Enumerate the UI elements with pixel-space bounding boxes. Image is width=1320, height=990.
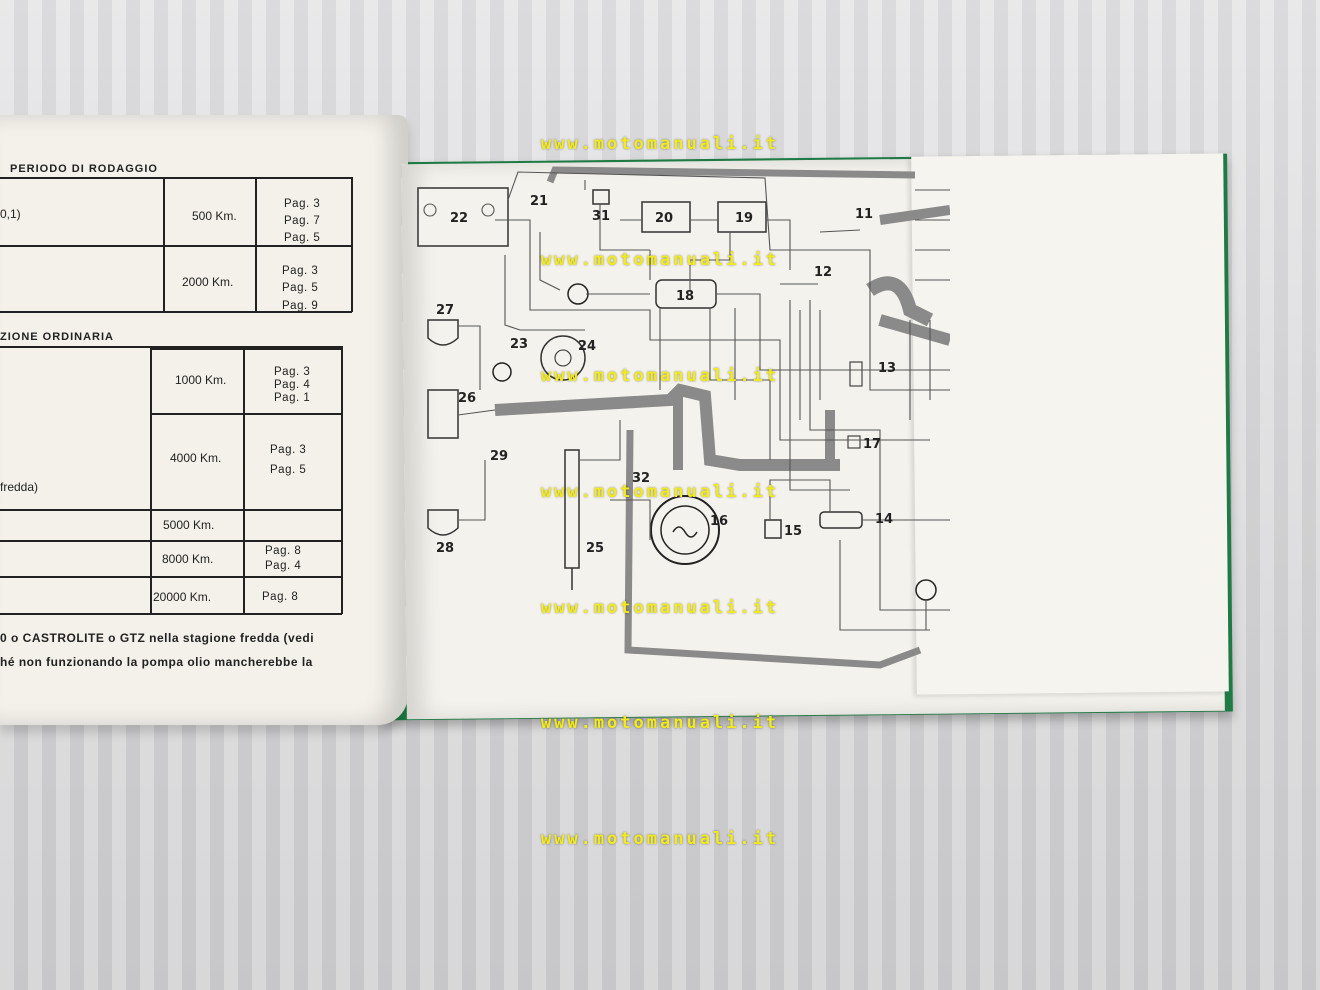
component-label-25: 25 (586, 541, 604, 556)
watermark-text: www.motomanuali.it (540, 598, 780, 618)
component-label-20: 20 (655, 211, 673, 226)
page-ref: Pag. 3 (270, 444, 307, 456)
page-ref: Pag. 3 (282, 265, 319, 277)
component-label-18: 18 (676, 289, 694, 304)
km-value: 2000 Km. (182, 275, 234, 289)
watermark-text: www.motomanuali.it (540, 829, 780, 849)
component-label-12: 12 (814, 265, 832, 280)
km-value: 1000 Km. (175, 373, 227, 387)
page-ref: Pag. 8 (262, 591, 299, 603)
km-value: 5000 Km. (163, 518, 215, 532)
component-label-23: 23 (510, 337, 528, 352)
component-label-32: 32 (632, 471, 650, 486)
page-ref: Pag. 1 (274, 392, 311, 404)
component-label-24: 24 (578, 339, 596, 354)
watermark-text: www.motomanuali.it (540, 713, 780, 733)
watermark-text: www.motomanuali.it (540, 366, 780, 386)
component-label-17: 17 (863, 437, 881, 452)
page-ref: Pag. 7 (284, 215, 321, 227)
note-line-1: 0 o CASTROLITE o GTZ nella stagione fred… (0, 631, 315, 645)
section-title-ordinaria: ZIONE ORDINARIA (0, 331, 114, 343)
row-label: 0,1) (0, 207, 21, 221)
component-label-28: 28 (436, 541, 454, 556)
component-label-26: 26 (458, 391, 476, 406)
watermark-text: www.motomanuali.it (540, 250, 780, 270)
page-ref: Pag. 5 (284, 232, 321, 244)
watermark-text: www.motomanuali.it (540, 134, 780, 154)
wiring-diagram: 11 12 13 14 15 16 17 18 19 20 21 22 23 2… (417, 166, 950, 669)
component-label-29: 29 (490, 449, 508, 464)
section-title-rodaggio: PERIODO DI RODAGGIO (10, 163, 158, 175)
page-ref: Pag. 3 (284, 198, 321, 210)
page-ref: Pag. 5 (270, 464, 307, 476)
km-value: 8000 Km. (162, 552, 214, 566)
note-line-2: hé non funzionando la pompa olio mancher… (0, 655, 313, 669)
page-ref: Pag. 3 (274, 366, 311, 378)
component-label-19: 19 (735, 211, 753, 226)
component-label-13: 13 (878, 361, 896, 376)
component-label-22: 22 (450, 211, 468, 226)
component-label-16: 16 (710, 514, 728, 529)
page-ref: Pag. 8 (265, 545, 302, 557)
page-ref: Pag. 4 (274, 379, 311, 391)
left-page: PERIODO DI RODAGGIO 0,1) 500 Km. Pag. 3 … (0, 115, 408, 725)
component-label-14: 14 (875, 512, 893, 527)
page-ref: Pag. 4 (265, 560, 302, 572)
km-value: 4000 Km. (170, 451, 222, 465)
component-label-15: 15 (784, 524, 802, 539)
component-label-11: 11 (855, 207, 873, 222)
component-label-31: 31 (592, 209, 610, 224)
km-value: 500 Km. (192, 209, 237, 223)
km-value: 20000 Km. (153, 590, 212, 604)
watermark-text: www.motomanuali.it (540, 482, 780, 502)
component-label-27: 27 (436, 303, 454, 318)
page-ref: Pag. 9 (282, 300, 319, 312)
component-label-21: 21 (530, 194, 548, 209)
row-label: fredda) (0, 480, 39, 494)
page-ref: Pag. 5 (282, 282, 319, 294)
